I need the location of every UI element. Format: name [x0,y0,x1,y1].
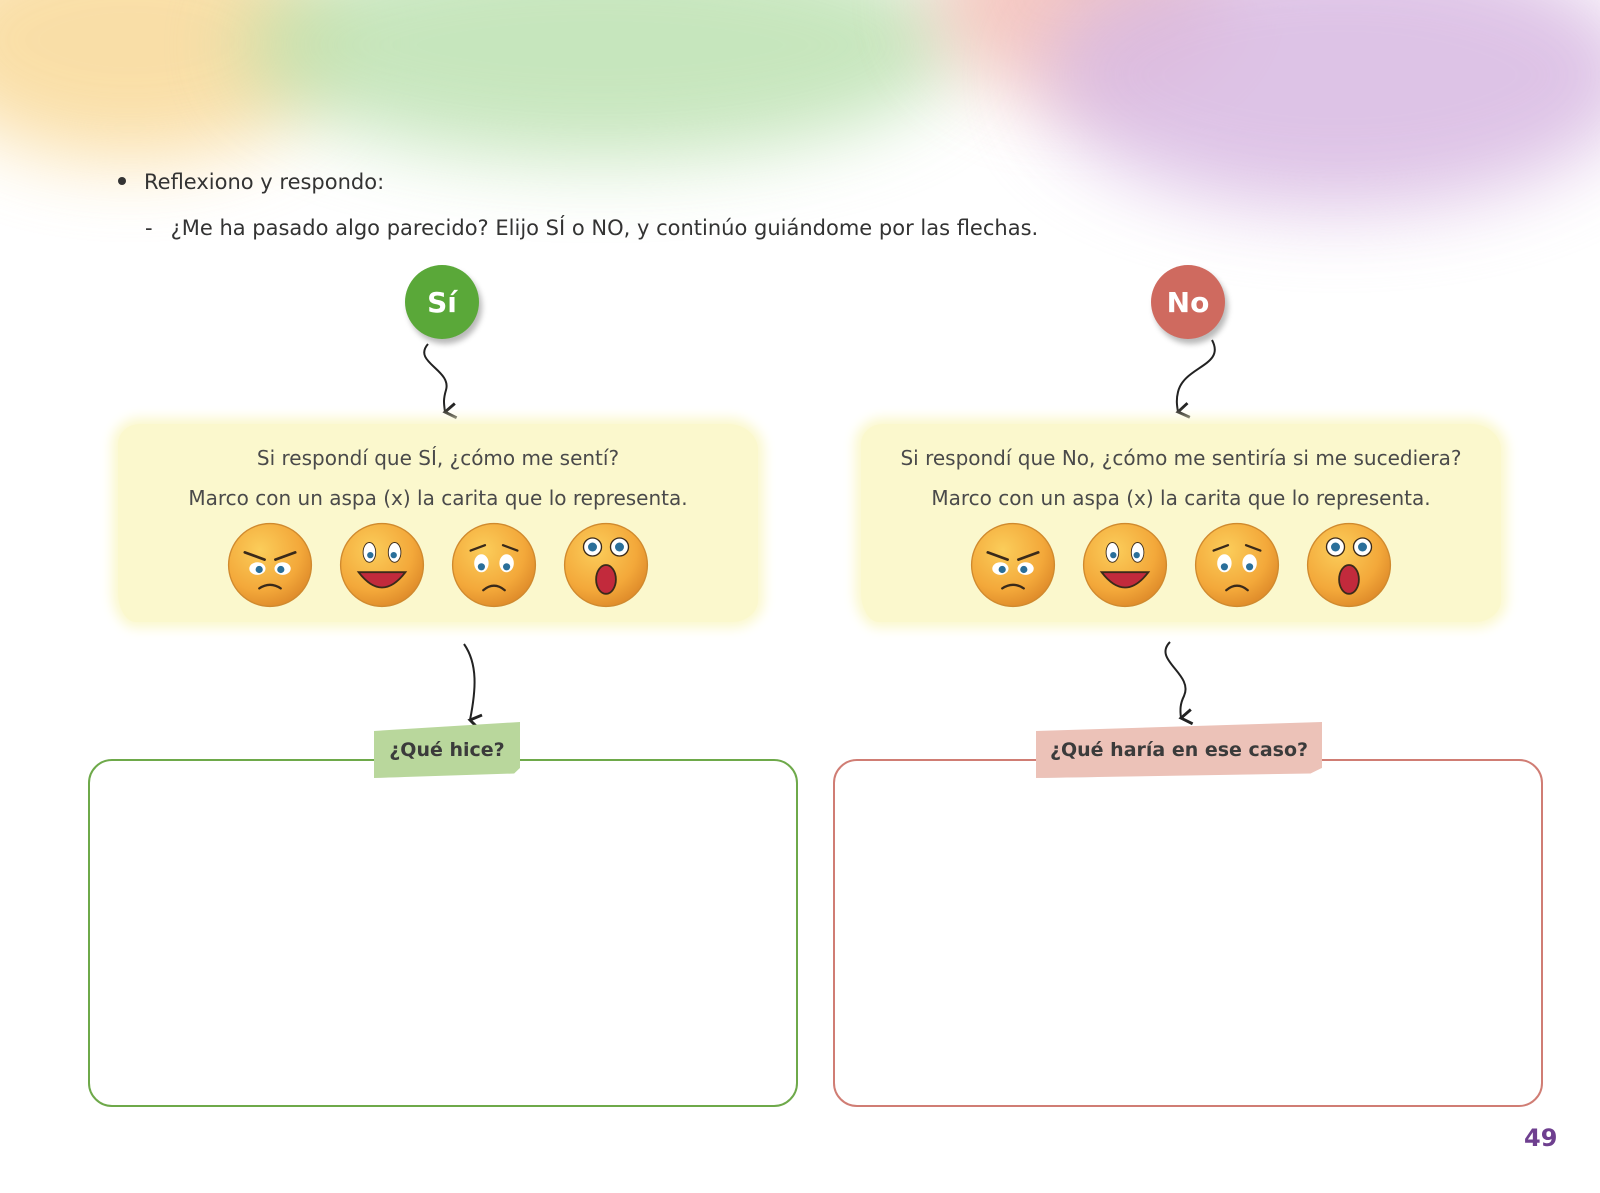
happy-face-icon[interactable] [1080,520,1170,610]
answer-box-what-i-would-do[interactable] [833,759,1543,1107]
feelings-panel-no: Si respondí que No, ¿cómo me sentiría si… [861,424,1501,622]
happy-face-icon[interactable] [337,520,427,610]
panel-instruction: Marco con un aspa (x) la carita que lo r… [188,486,688,510]
yes-label: Sí [427,285,457,319]
sub-dash: - [145,216,153,240]
surprised-face-icon[interactable] [1304,520,1394,610]
panel-question: Si respondí que No, ¿cómo me sentiría si… [900,446,1462,470]
watercolor-wash-green [240,0,960,160]
arrow-down-icon [1175,339,1216,419]
surprised-face-icon[interactable] [561,520,651,610]
arrow-down-icon [463,643,483,731]
box-label-text: ¿Qué haría en ese caso? [1049,739,1309,761]
yes-choice-button[interactable]: Sí [405,265,479,339]
box-label-what-i-did: ¿Qué hice? [374,722,520,778]
instruction-bullet: Reflexiono y respondo: [118,170,384,194]
page-number: 49 [1524,1124,1558,1152]
sad-face-icon[interactable] [1192,520,1282,610]
bullet-dot [118,177,126,185]
no-label: No [1166,285,1210,319]
panel-instruction: Marco con un aspa (x) la carita que lo r… [931,486,1431,510]
arrow-down-icon [1164,641,1194,726]
no-choice-button[interactable]: No [1151,265,1225,339]
box-label-what-i-would-do: ¿Qué haría en ese caso? [1036,722,1322,778]
panel-question: Si respondí que SÍ, ¿cómo me sentí? [256,446,620,470]
face-options [118,520,758,610]
face-options [861,520,1501,610]
feelings-panel-yes: Si respondí que SÍ, ¿cómo me sentí? Marc… [118,424,758,622]
answer-box-what-i-did[interactable] [88,759,798,1107]
angry-face-icon[interactable] [968,520,1058,610]
instruction-sub: -¿Me ha pasado algo parecido? Elijo SÍ o… [145,216,1038,240]
watercolor-wash-purple [1040,0,1600,210]
angry-face-icon[interactable] [225,520,315,610]
sad-face-icon[interactable] [449,520,539,610]
box-label-text: ¿Qué hice? [389,739,505,761]
instruction-sub-text: ¿Me ha pasado algo parecido? Elijo SÍ o … [170,216,1039,240]
arrow-down-icon [423,343,458,420]
instruction-text: Reflexiono y respondo: [144,170,385,194]
